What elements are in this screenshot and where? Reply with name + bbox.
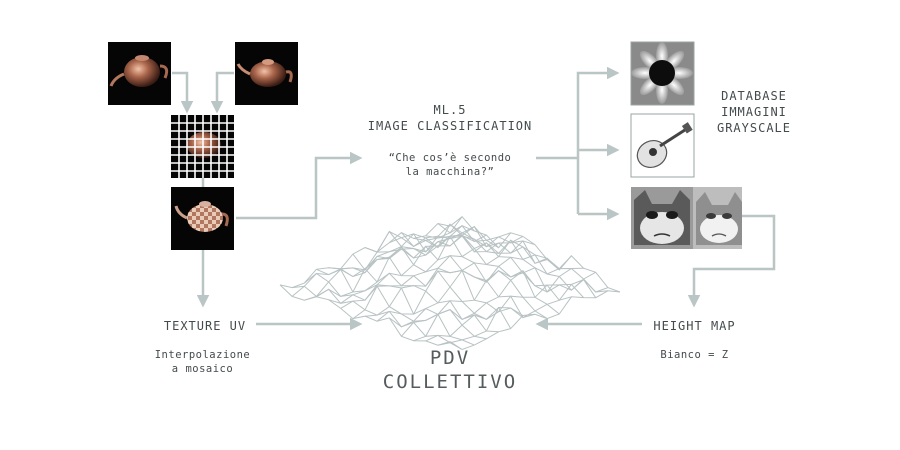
mesh-line <box>425 225 597 298</box>
arrow-textured-to-ml5 <box>236 151 363 220</box>
mesh-line <box>292 285 463 350</box>
mesh-line <box>376 230 548 320</box>
ml5-question: “Che cos’è secondo la macchina?” <box>388 152 512 178</box>
grumpy-cat-icon <box>631 187 742 249</box>
arrow-cat-to-height-map <box>687 214 776 308</box>
terrain-mesh-icon <box>279 216 621 351</box>
height-map-sub: Bianco = Z <box>660 349 729 361</box>
connectors <box>172 66 776 331</box>
mesh-line <box>340 256 512 329</box>
mesh-line <box>279 284 451 346</box>
mesh-line <box>389 233 560 315</box>
mesh-line <box>316 268 487 340</box>
mesh-line <box>376 239 548 322</box>
mesh-line <box>328 267 499 333</box>
height-map-label: HEIGHT MAP <box>653 319 736 333</box>
mesh-line <box>449 216 621 293</box>
arrow-teapot2-to-grid <box>210 71 234 114</box>
mesh-line <box>437 223 608 293</box>
teapot-render-icon <box>235 42 298 105</box>
teapot-render-icon <box>108 42 171 105</box>
arrow-teapot1-to-grid <box>172 71 194 114</box>
guitar-icon <box>630 113 695 178</box>
texture-uv-label: TEXTURE UV <box>163 319 247 333</box>
mesh-line <box>425 271 596 342</box>
mesh-line <box>352 246 524 316</box>
mesh-line <box>437 279 609 346</box>
sunflower-icon <box>630 41 695 106</box>
texture-uv-sub: Interpolazione a mosaico <box>154 349 251 375</box>
mesh-line <box>401 232 572 301</box>
teapot-textured-icon <box>171 187 234 250</box>
database-label: DATABASE IMMAGINI GRAYSCALE <box>716 89 792 135</box>
mesh-line <box>413 267 584 342</box>
mesh-line <box>303 272 475 346</box>
mesh-line <box>413 223 584 298</box>
pdv-label: PDV COLLETTIVO <box>382 347 518 393</box>
ml5-title: ML.5 IMAGE CLASSIFICATION <box>367 103 533 133</box>
mesh-line <box>364 245 536 319</box>
mesh-line <box>449 290 621 351</box>
arrow-branch-to-sunflower <box>576 66 620 214</box>
teapot-mosaic-grid-icon <box>171 115 234 178</box>
